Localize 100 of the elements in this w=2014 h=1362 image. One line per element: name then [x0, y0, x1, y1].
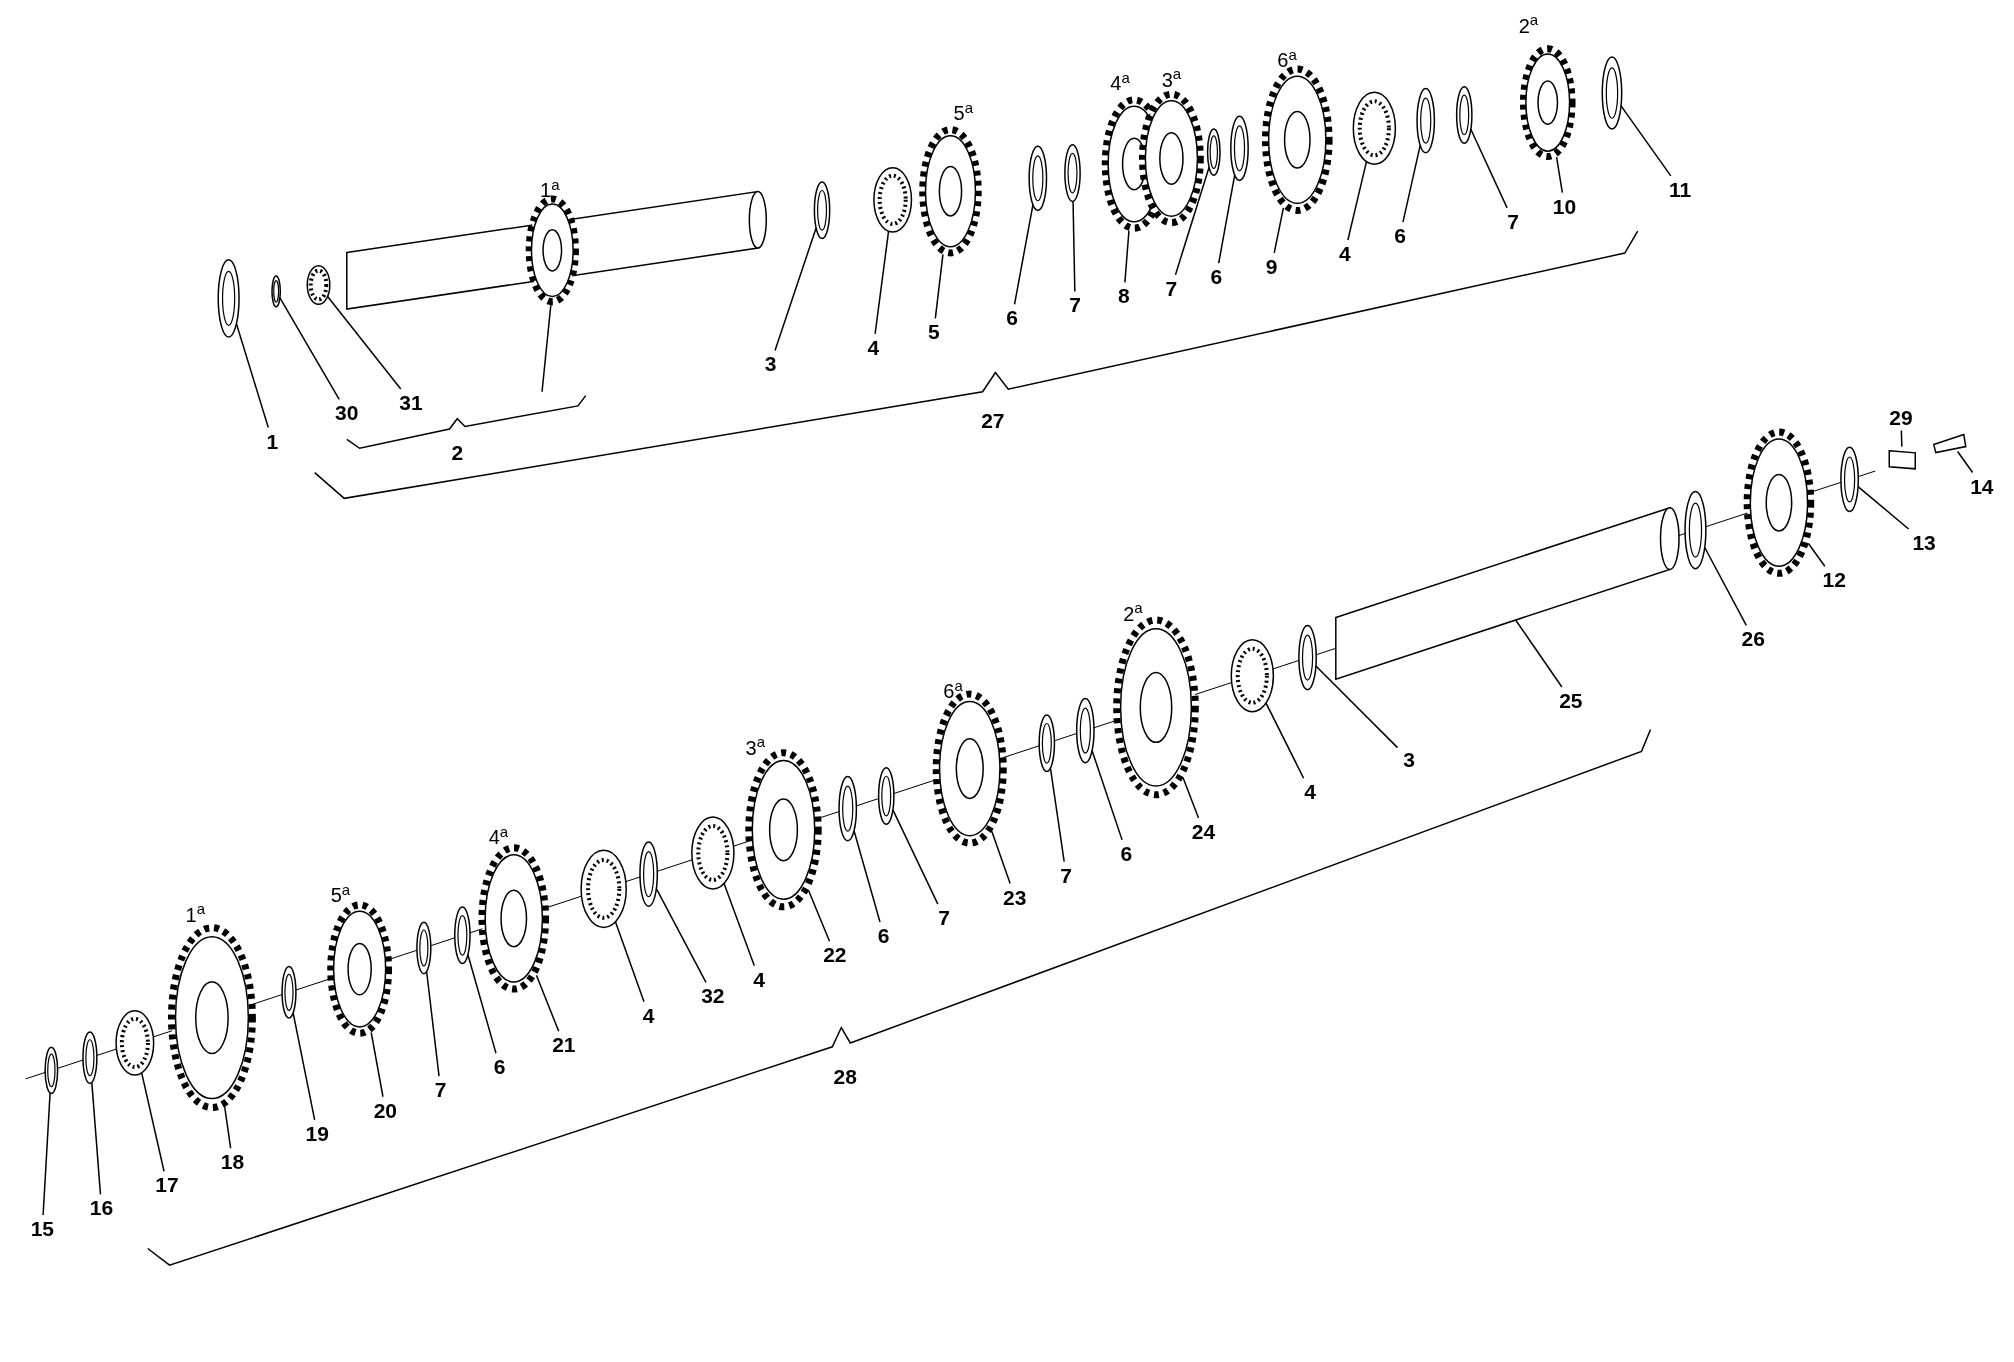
washer-drawing — [639, 841, 659, 907]
callout-number: 22 — [823, 943, 847, 965]
assembly-number: 2 — [451, 441, 464, 463]
double-gear-drawing — [1101, 90, 1204, 232]
callout-number: 6 — [877, 924, 890, 946]
washer-drawing — [1840, 446, 1859, 513]
callout-number: 32 — [701, 984, 725, 1006]
washer-drawing — [838, 775, 858, 842]
leader-line — [655, 887, 707, 984]
leader-line — [991, 830, 1011, 885]
needle-bearing-drawing — [1230, 639, 1275, 713]
needle-bearing-drawing — [873, 166, 913, 233]
callout-number: 4 — [1338, 242, 1351, 264]
leader-line — [1900, 429, 1903, 448]
leader-line — [425, 970, 440, 1077]
callout-number: 5 — [927, 320, 940, 342]
leader-line — [1514, 619, 1563, 688]
gear-drawing — [478, 844, 550, 993]
leader-line — [224, 1106, 232, 1149]
leader-line — [1049, 767, 1065, 863]
leader-line — [1857, 485, 1910, 530]
leader-line — [1091, 749, 1123, 841]
leader-line — [1956, 450, 1974, 474]
gear-label: 2$^{a}$ — [1123, 603, 1143, 624]
callout-number: 4 — [867, 336, 880, 358]
callout-number: 6 — [493, 1055, 506, 1077]
callout-number: 10 — [1552, 195, 1577, 216]
leader-line — [1072, 200, 1076, 293]
washer-drawing — [1206, 128, 1221, 176]
needle-bearing-drawing — [580, 849, 627, 929]
callout-number: 13 — [1912, 531, 1936, 553]
leader-line — [235, 323, 270, 429]
callout-number: 20 — [373, 1099, 397, 1121]
callout-number: 15 — [30, 1217, 55, 1239]
gear-label: 1$^{a}$ — [540, 180, 560, 201]
leader-line — [614, 921, 645, 1003]
callout-number: 14 — [1970, 475, 1994, 496]
washer-drawing — [1416, 87, 1436, 154]
leader-line — [892, 809, 939, 905]
needle-bearing-drawing — [306, 265, 331, 306]
callout-number: 1 — [266, 430, 279, 452]
washer-drawing — [813, 181, 831, 240]
leader-line — [1347, 160, 1368, 241]
callout-number: 6 — [1394, 224, 1406, 246]
callout-number: 12 — [1822, 568, 1846, 590]
gear-drawing — [167, 924, 256, 1112]
washer-drawing — [454, 906, 471, 965]
callout-number: 30 — [335, 401, 359, 423]
washer-drawing — [1038, 714, 1056, 773]
callout-number: 31 — [399, 391, 423, 413]
leader-line — [535, 974, 560, 1032]
leader-line — [91, 1081, 102, 1196]
washer-drawing — [1298, 624, 1317, 691]
callout-number: 4 — [753, 968, 765, 990]
washer-drawing — [281, 965, 297, 1019]
callout-number: 3 — [764, 353, 777, 374]
washer-drawing — [44, 1046, 59, 1095]
callout-number: 17 — [155, 1173, 179, 1195]
washer-drawing — [1230, 115, 1249, 182]
washer-drawing — [1064, 144, 1081, 203]
gear-label: 5$^{a}$ — [330, 885, 351, 906]
leader-line — [140, 1072, 165, 1172]
washer-drawing — [1684, 490, 1707, 570]
gear-drawing — [1743, 428, 1815, 577]
washer-drawing — [877, 767, 895, 826]
leader-line — [1182, 777, 1200, 819]
callout-number: 16 — [89, 1196, 114, 1218]
assembly-number: 28 — [833, 1065, 857, 1087]
callout-number: 6 — [1120, 842, 1133, 864]
callout-number: 24 — [1191, 820, 1216, 842]
callout-number: 7 — [938, 906, 950, 928]
leader-line — [1013, 204, 1034, 305]
gear-label: 3$^{a}$ — [745, 737, 765, 758]
bolt-drawing — [1932, 433, 1967, 454]
leader-line — [1265, 702, 1305, 779]
callout-number: 7 — [434, 1078, 447, 1100]
shaft-drawing — [1335, 506, 1680, 681]
washer-drawing — [416, 921, 432, 975]
leader-line — [1174, 166, 1210, 276]
callout-number: 7 — [1507, 210, 1519, 232]
leader-line — [42, 1092, 51, 1216]
gear-label: 5$^{a}$ — [953, 103, 974, 123]
callout-number: 23 — [1003, 886, 1027, 908]
leader-line — [1807, 542, 1826, 568]
nut-drawing — [1888, 450, 1916, 470]
leader-line — [1555, 156, 1564, 194]
callout-number: 25 — [1559, 689, 1583, 711]
leader-line — [807, 889, 831, 943]
gear-label: 4$^{a}$ — [1110, 73, 1130, 94]
leader-line — [1124, 230, 1130, 284]
callout-number: 4 — [1304, 780, 1316, 802]
needle-bearing-drawing — [691, 816, 735, 890]
callout-number: 3 — [1403, 748, 1415, 770]
callout-number: 6 — [1210, 265, 1223, 287]
leader-line — [370, 1031, 384, 1098]
callout-number: 21 — [552, 1033, 576, 1055]
callout-number: 7 — [1060, 864, 1072, 886]
callout-number: 7 — [1165, 277, 1178, 299]
callout-number: 6 — [1006, 306, 1018, 328]
leader-line — [326, 295, 402, 390]
